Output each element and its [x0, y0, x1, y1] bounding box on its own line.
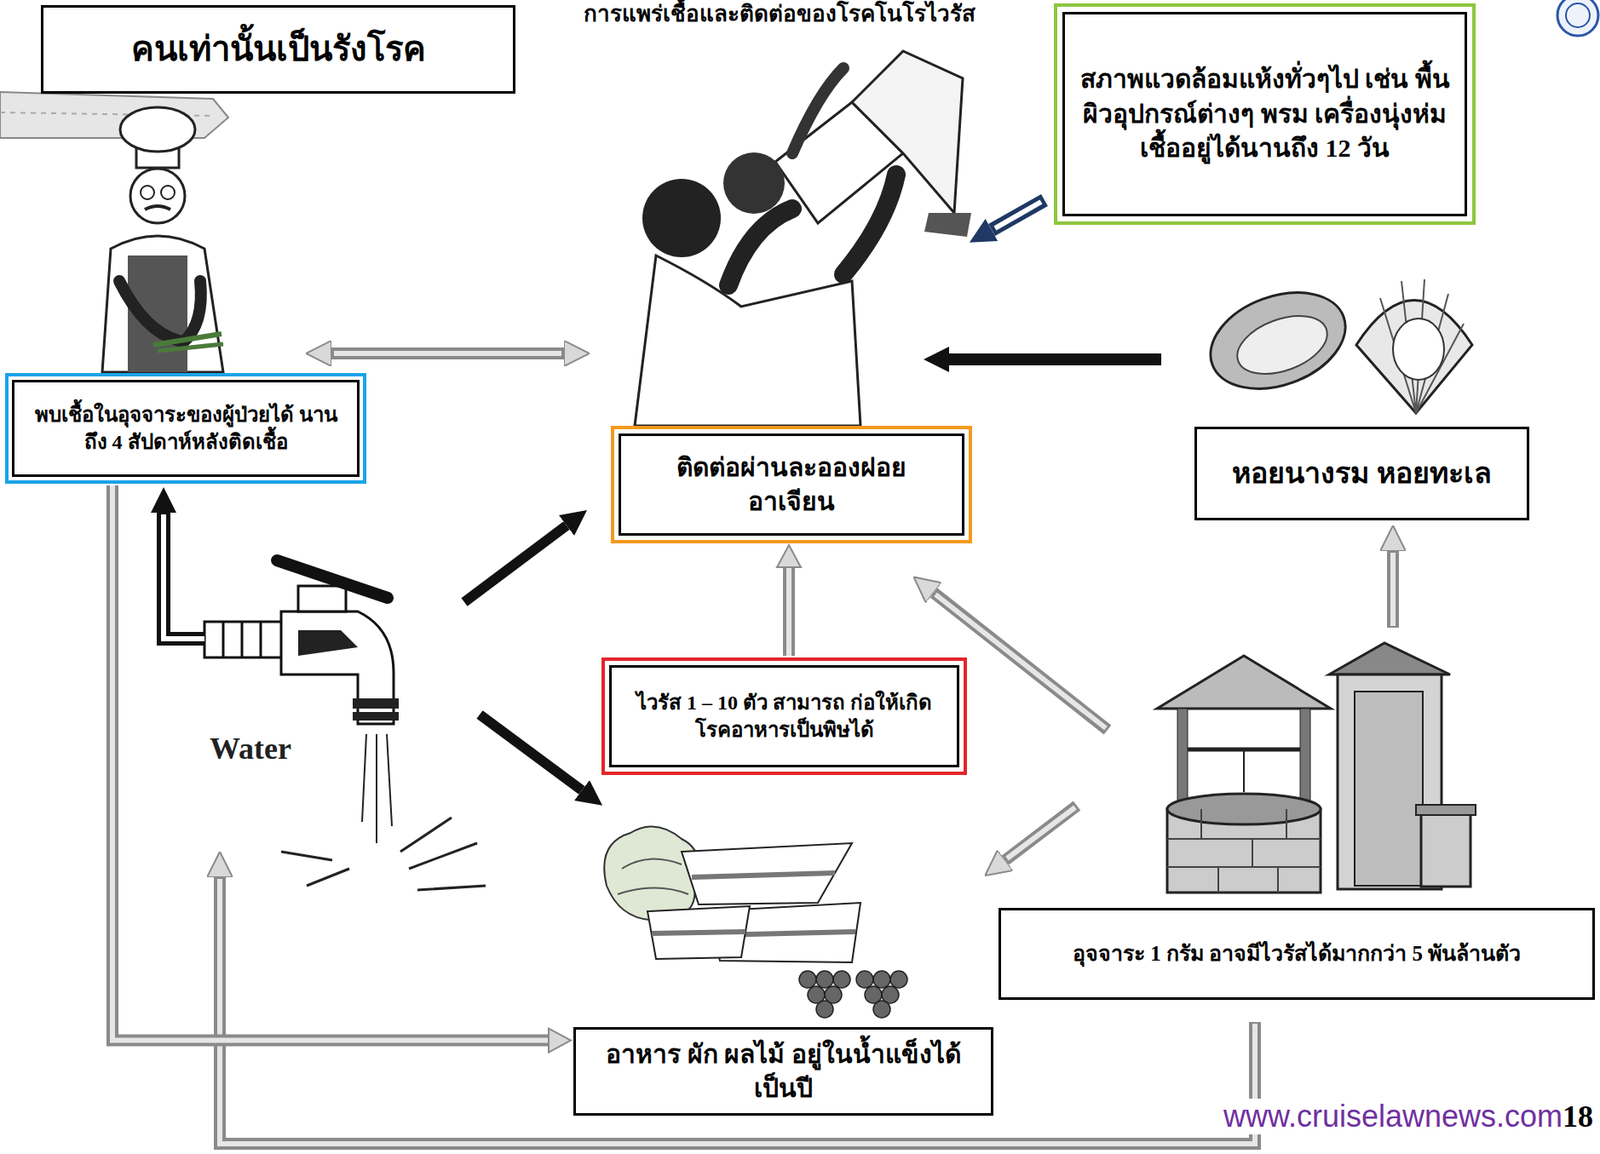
arrow-head — [548, 1029, 571, 1054]
diagram-title: การแพร่เชื้อและติดต่อของโรคโนโรไวรัส — [523, 0, 1036, 29]
stool-count-box: อุจจาระ 1 กรัม อาจมีไวรัสได้มากกว่า 5 พั… — [998, 908, 1595, 1001]
node-text: ติดต่อผ่านละอองฝอย อาเจียน — [633, 450, 950, 520]
connector-arrow — [112, 485, 571, 1054]
node-text: พบเชื้อในอุจจาระของผู้ป่วยได้ นานถึง 4 ส… — [26, 401, 346, 457]
source-url: www.cruiselawnews.com — [1223, 1099, 1563, 1135]
chef-figure — [102, 107, 224, 373]
well-and-toilet — [1156, 643, 1476, 893]
dose-box: ไวรัส 1 – 10 ตัว สามารถ ก่อให้เกิดโรคอาห… — [609, 665, 960, 768]
page-number: 18 — [1562, 1099, 1594, 1135]
water-label: Water — [209, 730, 292, 767]
shellfish — [1197, 275, 1473, 414]
food-box: อาหาร ผัก ผลไม้ อยู่ในน้ำแข็งได้เป็นปี — [573, 1027, 994, 1117]
parent-and-child — [634, 51, 972, 426]
reservoir-box: คนเท่านั้นเป็นรังโรค — [40, 5, 516, 94]
connector-line — [112, 485, 549, 1042]
node-text: หอยนางรม หอยทะเล — [1231, 454, 1492, 494]
node-text: อุจจาระ 1 กรัม อาจมีไวรัสได้มากกว่า 5 พั… — [1072, 939, 1521, 969]
droplet-box: ติดต่อผ่านละอองฝอย อาเจียน — [618, 433, 965, 536]
food-illustration — [604, 826, 908, 1019]
footer-row: www.cruiselawnews.com18 — [1223, 1099, 1594, 1135]
logo — [1557, 0, 1599, 36]
node-text: สภาพแวดล้อมแห้งทั่วๆไป เช่น พื้นผิวอุปกร… — [1076, 62, 1453, 167]
water-faucet — [204, 560, 486, 891]
connector-arrow — [776, 545, 801, 657]
transmission-arrows — [163, 200, 1393, 1145]
connector-line-inner — [112, 485, 549, 1042]
connector-line — [782, 567, 795, 657]
arrow-head — [776, 545, 801, 568]
node-text: อาหาร ผัก ผลไม้ อยู่ในน้ำแข็งได้เป็นปี — [587, 1037, 979, 1107]
node-text: ไวรัส 1 – 10 ตัว สามารถ ก่อให้เกิดโรคอาห… — [623, 689, 945, 745]
stool-duration-box: พบเชื้อในอุจจาระของผู้ป่วยได้ นานถึง 4 ส… — [11, 379, 360, 478]
environment-box: สภาพแวดล้อมแห้งทั่วๆไป เช่น พื้นผิวอุปกร… — [1062, 11, 1468, 217]
node-text: คนเท่านั้นเป็นรังโรค — [131, 26, 426, 73]
shellfish-box: หอยนางรม หอยทะเล — [1194, 426, 1530, 521]
connector-line-inner — [786, 567, 792, 657]
